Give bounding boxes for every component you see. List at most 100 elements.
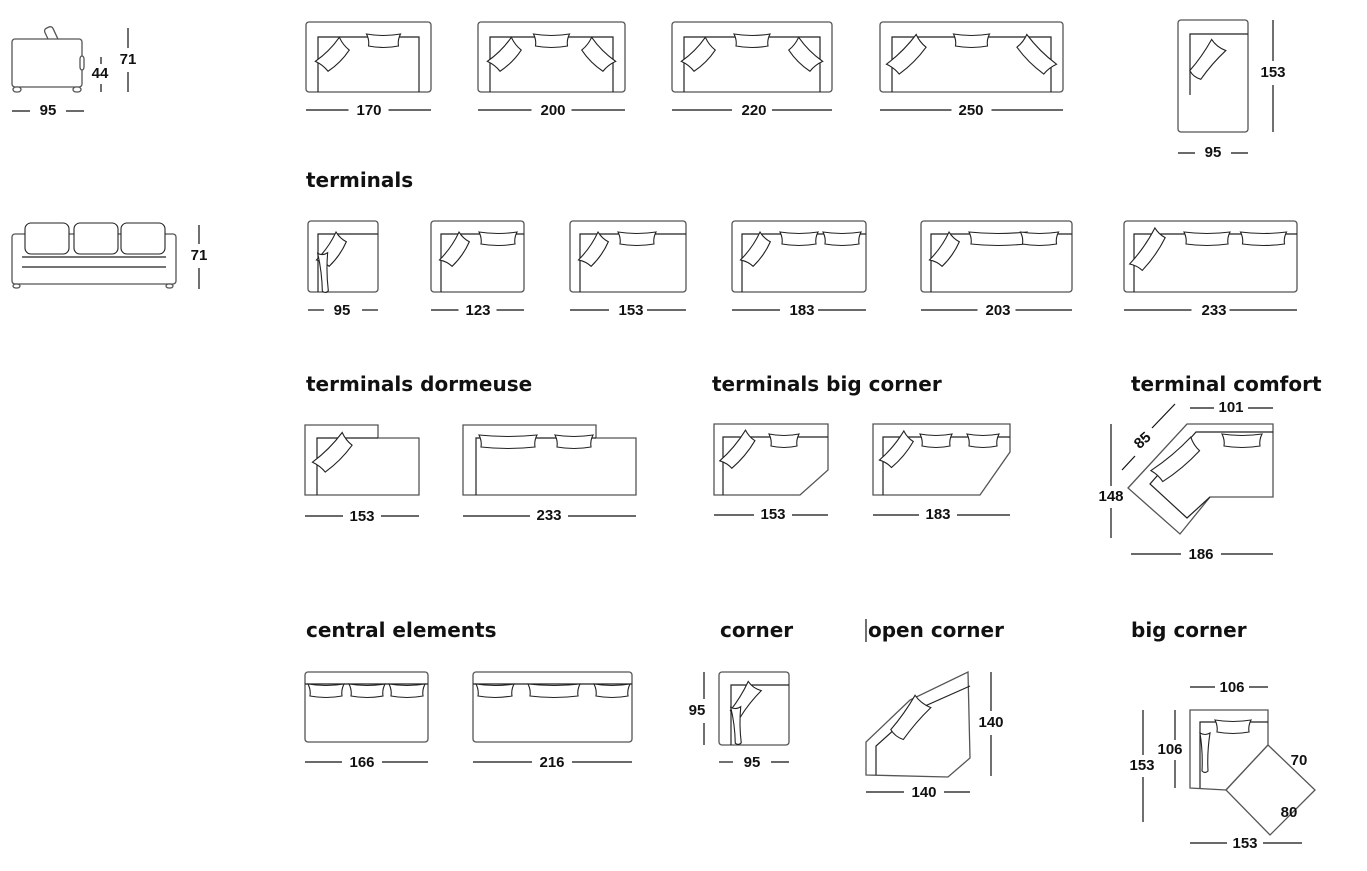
cushion	[1214, 719, 1252, 735]
dimension-line	[1121, 455, 1136, 471]
cushion	[1016, 33, 1058, 75]
sofa-outline	[879, 21, 1064, 93]
cushion	[554, 434, 594, 450]
cushion	[311, 431, 353, 473]
chaise-depth-label: 153	[1260, 64, 1285, 81]
section-title-terminals: terminals	[306, 168, 413, 192]
cushion	[890, 694, 932, 741]
dormeuse-width-label: 233	[536, 507, 561, 524]
cushion	[527, 683, 581, 699]
cushion	[787, 36, 824, 73]
comfort-top-label: 101	[1218, 399, 1243, 416]
side-view-width-label: 95	[40, 102, 57, 119]
cushion	[348, 683, 386, 699]
sofa-outline	[671, 21, 833, 93]
cushion	[885, 33, 927, 75]
central-element-outline	[472, 671, 633, 743]
cushion	[388, 683, 426, 699]
side-view-outline	[11, 38, 83, 88]
chaise-width-label: 95	[1205, 144, 1222, 161]
cushion	[365, 33, 402, 49]
cushion	[718, 429, 756, 470]
cushion	[478, 231, 518, 247]
cushion	[952, 33, 991, 49]
seat-line	[1189, 33, 1248, 95]
cushion	[928, 230, 961, 268]
cushion	[1221, 433, 1263, 449]
cushion	[486, 36, 523, 73]
section-title-terminals-dormeuse: terminals dormeuse	[306, 372, 532, 396]
sofa-outline	[477, 21, 626, 93]
cushion	[577, 230, 610, 268]
cushion	[1149, 436, 1201, 483]
cushion	[1128, 226, 1166, 272]
big-corner-inner-height-label: 106	[1157, 741, 1182, 758]
corner-width-label: 95	[744, 754, 761, 771]
cushion	[307, 683, 345, 699]
cushion	[779, 231, 819, 247]
section-title-corner: corner	[720, 618, 793, 642]
open-corner-width-label: 140	[911, 784, 936, 801]
seat-line	[316, 437, 378, 495]
cushion	[968, 231, 1028, 247]
cushion	[617, 231, 657, 247]
side-view-height-label: 71	[120, 51, 137, 68]
central-element-outline	[304, 671, 429, 743]
sofa-width-label: 250	[958, 102, 983, 119]
terminal-width-label: 203	[985, 302, 1010, 319]
cushion	[768, 433, 800, 449]
cushion	[593, 683, 631, 699]
side-view-seat-height-label: 44	[92, 65, 109, 82]
sofa-width-label: 220	[741, 102, 766, 119]
seat-line	[1149, 431, 1273, 519]
section-title-terminals-big-corner: terminals big corner	[712, 372, 942, 396]
cushion	[733, 33, 771, 49]
cushion	[878, 429, 915, 469]
central-width-label: 216	[539, 754, 564, 771]
big-corner-extension-outline	[1225, 744, 1316, 836]
comfort-height-label: 148	[1098, 488, 1123, 505]
terminal-width-label: 233	[1201, 302, 1226, 319]
cushion	[24, 222, 70, 255]
cushion	[1183, 231, 1231, 247]
cushion	[316, 251, 329, 293]
cushion	[1019, 231, 1060, 247]
seat-line	[730, 684, 789, 745]
big-corner-height-label: 153	[1129, 757, 1154, 774]
leg	[72, 86, 82, 93]
leg	[165, 283, 174, 289]
open-corner-outline	[865, 670, 971, 778]
corner-height-label: 95	[689, 702, 706, 719]
corner-outline	[718, 671, 790, 746]
cushion	[729, 705, 742, 746]
section-title-terminal-comfort: terminal comfort	[1131, 372, 1322, 396]
front-view-height-label: 71	[191, 247, 208, 264]
module-drawings	[11, 19, 1316, 836]
big-corner-bottom-label: 153	[1232, 835, 1257, 852]
cushion	[966, 433, 1000, 449]
cushion	[680, 36, 717, 73]
open-corner-height-label: 140	[978, 714, 1003, 731]
big-corner-terminal-width-label: 153	[760, 506, 785, 523]
sofa-width-label: 170	[356, 102, 381, 119]
dimension-line	[1151, 403, 1176, 429]
cushion	[478, 434, 538, 450]
big-corner-side-a-label: 70	[1291, 752, 1308, 769]
big-corner-terminal-width-label: 183	[925, 506, 950, 523]
cushion	[314, 36, 351, 73]
cushion	[1199, 731, 1211, 774]
cushion	[1239, 231, 1288, 247]
cushion	[532, 33, 571, 49]
cushion	[822, 231, 862, 247]
cushion	[475, 683, 515, 699]
dimension-lines	[12, 20, 1302, 844]
leg	[12, 283, 21, 289]
terminal-width-label: 95	[334, 302, 351, 319]
terminal-width-label: 153	[618, 302, 643, 319]
cushion	[73, 222, 119, 255]
cushion	[739, 230, 772, 268]
comfort-bottom-label: 186	[1188, 546, 1213, 563]
cushion	[580, 36, 617, 73]
terminal-width-label: 183	[789, 302, 814, 319]
